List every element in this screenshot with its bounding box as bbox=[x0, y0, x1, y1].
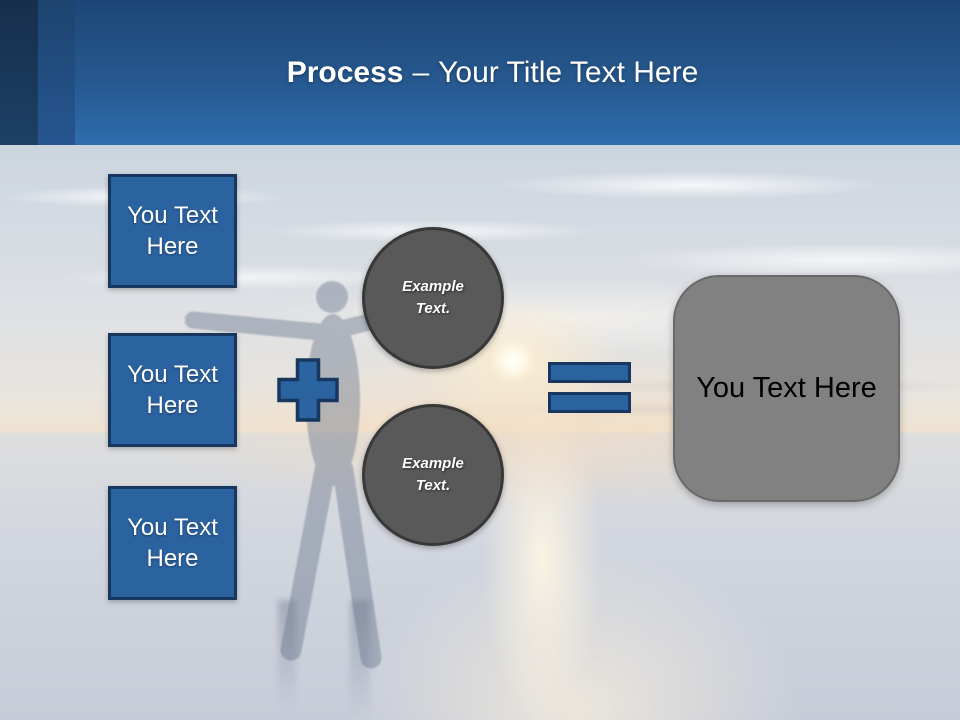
example-circle-2[interactable]: Example Text. bbox=[362, 404, 504, 546]
result-box[interactable]: You Text Here bbox=[673, 275, 900, 502]
result-box-label: You Text Here bbox=[696, 372, 877, 404]
person-silhouette bbox=[185, 281, 415, 669]
input-box-2[interactable]: You Text Here bbox=[108, 333, 237, 447]
example-circle-1-label: Example Text. bbox=[402, 278, 464, 317]
input-box-1[interactable]: You Text Here bbox=[108, 174, 237, 288]
example-circle-1[interactable]: Example Text. bbox=[362, 227, 504, 369]
left-accent-stripe-medium bbox=[38, 0, 75, 145]
left-accent-stripe-dark bbox=[0, 0, 38, 145]
input-box-3-label: You Text Here bbox=[127, 513, 218, 572]
input-box-2-label: You Text Here bbox=[127, 360, 218, 419]
plus-icon bbox=[277, 358, 339, 422]
water-reflection-streak bbox=[278, 600, 296, 710]
equals-bar-top bbox=[548, 362, 631, 383]
slide-title-keyword: Process bbox=[286, 55, 404, 89]
slide-title-dash: – bbox=[412, 55, 430, 89]
slide-title-text: Your Title Text Here bbox=[438, 55, 699, 89]
input-box-1-label: You Text Here bbox=[127, 201, 218, 260]
example-circle-2-label: Example Text. bbox=[402, 455, 464, 494]
equals-icon bbox=[548, 362, 631, 413]
input-box-3[interactable]: You Text Here bbox=[108, 486, 237, 600]
title-bar: Process – Your Title Text Here bbox=[0, 0, 960, 145]
slide-title[interactable]: Process – Your Title Text Here bbox=[0, 0, 960, 145]
water-reflection-streak bbox=[350, 600, 370, 718]
equals-bar-bottom bbox=[548, 392, 631, 413]
